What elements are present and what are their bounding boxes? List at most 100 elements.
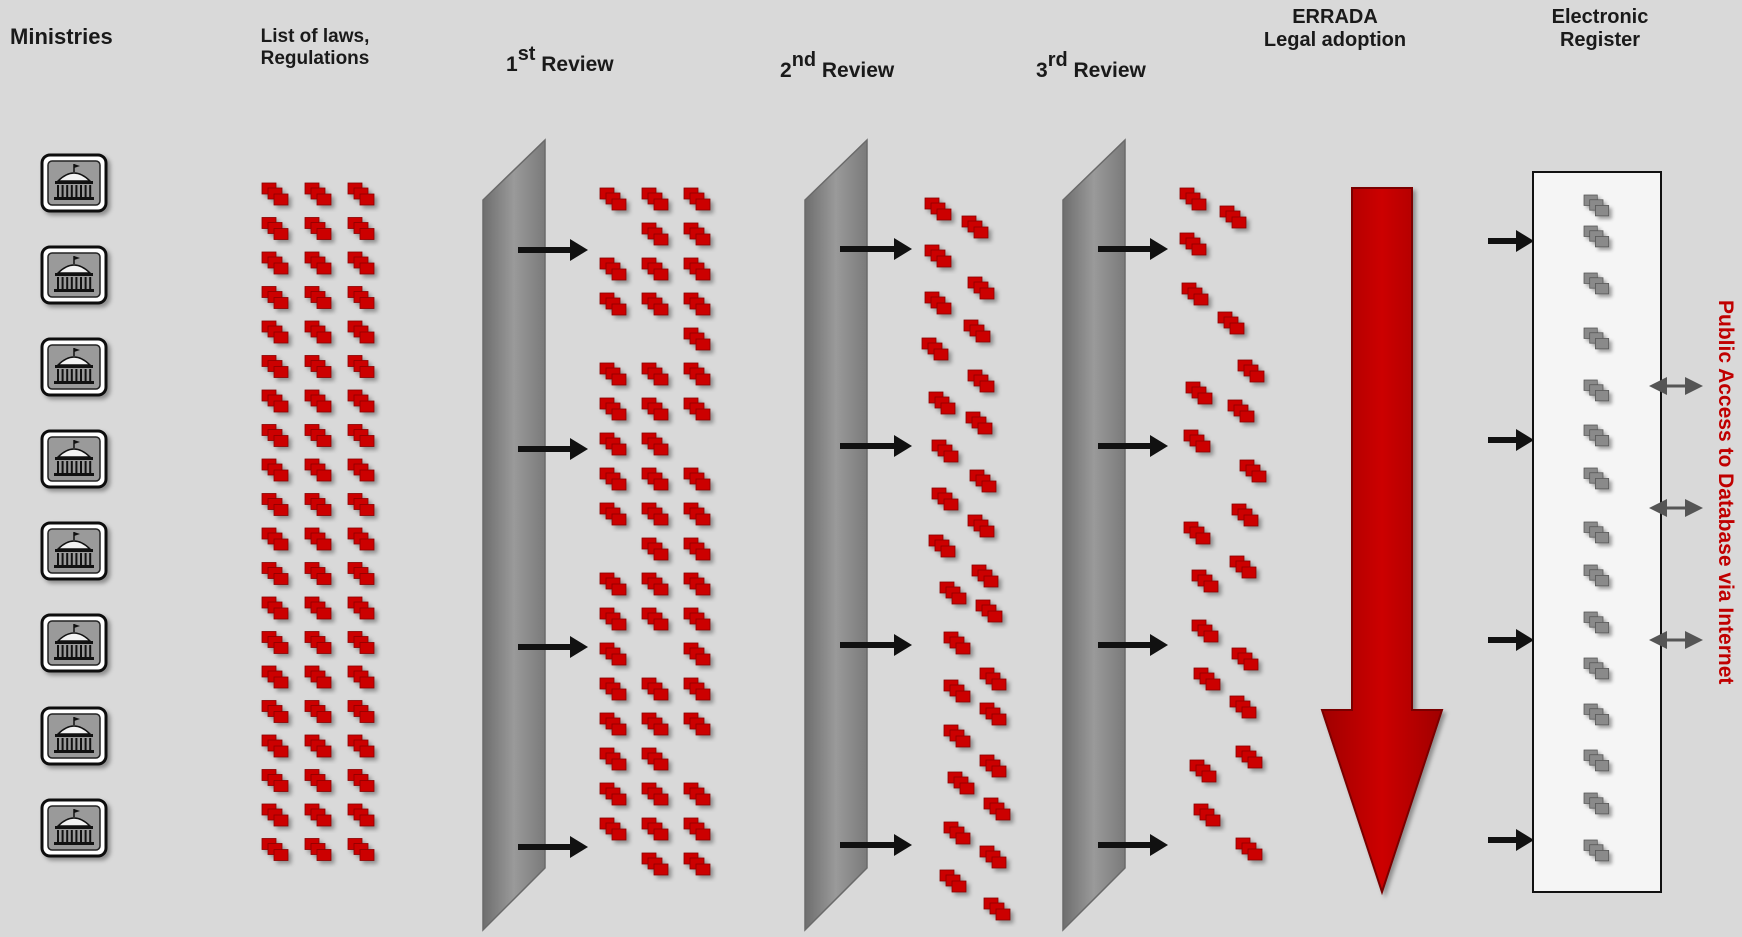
register-document-icon <box>1583 839 1610 862</box>
review-1-document-icon <box>599 677 627 701</box>
legal-adoption-down-arrow <box>1320 187 1444 896</box>
review-3-document-icon <box>1217 311 1245 335</box>
register-document-icon <box>1583 225 1610 248</box>
law-document-icon <box>347 734 375 758</box>
review-1-document-icon <box>641 397 669 421</box>
review-1-number: 1 <box>506 53 518 76</box>
review-2-document-icon <box>967 369 995 393</box>
review-3-filter-panel <box>1062 138 1126 932</box>
law-document-icon <box>261 769 289 792</box>
law-document-icon <box>304 700 332 723</box>
law-document-icon <box>261 424 289 447</box>
public-access-label: Public Access to Database via Internet <box>1714 300 1737 685</box>
review-2-document-icon <box>967 276 995 300</box>
law-document-icon <box>304 493 332 516</box>
law-document-icon <box>261 286 289 309</box>
law-document-icon <box>261 389 289 413</box>
review-3-arrow <box>1098 238 1168 260</box>
review-3-document-icon <box>1179 187 1207 211</box>
review-2-document-icon <box>921 337 949 361</box>
header-review-2: 2nd Review <box>780 49 894 83</box>
register-input-arrow <box>1488 230 1534 252</box>
review-1-document-icon <box>641 607 669 631</box>
review-2-document-icon <box>924 291 952 315</box>
review-2-document-icon <box>924 197 952 221</box>
law-document-icon <box>304 596 332 620</box>
review-1-document-icon <box>599 502 627 526</box>
review-1-document-icon <box>641 257 669 281</box>
register-input-arrow <box>1488 629 1534 651</box>
law-document-icon <box>347 389 375 413</box>
review-1-document-icon <box>641 572 669 596</box>
review-2-document-icon <box>965 411 993 435</box>
review-3-document-icon <box>1235 745 1263 769</box>
review-1-document-icon <box>599 432 627 456</box>
review-2-suffix: nd <box>791 49 817 72</box>
review-1-word: Review <box>541 53 614 76</box>
review-3-number: 3 <box>1036 59 1048 82</box>
review-3-document-icon <box>1179 232 1207 256</box>
review-2-document-icon <box>943 724 971 748</box>
header-ministries-text: Ministries <box>10 24 113 49</box>
review-1-document-icon <box>599 747 627 771</box>
law-document-icon <box>304 355 332 378</box>
review-3-document-icon <box>1229 555 1257 579</box>
law-document-icon <box>261 458 289 482</box>
law-document-icon <box>304 389 332 413</box>
review-2-document-icon <box>939 581 967 605</box>
law-document-icon <box>304 320 332 344</box>
header-register-line1: Electronic <box>1551 6 1649 28</box>
review-1-document-icon <box>599 572 627 596</box>
law-document-icon <box>347 596 375 620</box>
review-2-document-icon <box>943 821 971 845</box>
review-1-document-icon <box>599 782 627 806</box>
header-laws-line2: Regulations <box>260 47 370 69</box>
law-document-icon <box>304 838 332 861</box>
review-1-document-icon <box>641 677 669 701</box>
law-document-icon <box>261 182 289 206</box>
review-2-document-icon <box>979 754 1007 778</box>
law-document-icon <box>261 734 289 758</box>
review-3-document-icon <box>1183 521 1211 545</box>
review-1-document-icon <box>599 607 627 631</box>
review-1-document-icon <box>641 292 669 316</box>
law-document-icon <box>304 217 332 240</box>
header-errada: ERRADA Legal adoption <box>1240 6 1430 52</box>
review-1-document-icon <box>641 537 669 561</box>
register-document-icon <box>1583 424 1610 447</box>
review-3-document-icon <box>1229 695 1257 719</box>
review-1-document-icon <box>683 677 711 701</box>
review-2-document-icon <box>979 702 1007 726</box>
review-3-document-icon <box>1181 282 1209 306</box>
register-document-icon <box>1583 657 1610 680</box>
review-3-arrow <box>1098 834 1168 856</box>
review-1-document-icon <box>599 362 627 386</box>
review-2-document-icon <box>983 897 1011 921</box>
law-document-icon <box>261 838 289 861</box>
review-2-arrow <box>840 435 912 457</box>
law-document-icon <box>261 562 289 585</box>
review-1-document-icon <box>599 817 627 841</box>
law-document-icon <box>347 182 375 206</box>
law-document-icon <box>304 182 332 206</box>
review-2-document-icon <box>931 439 959 463</box>
law-document-icon <box>347 424 375 447</box>
review-1-document-icon <box>641 432 669 456</box>
review-1-document-icon <box>599 397 627 421</box>
review-3-document-icon <box>1227 399 1255 423</box>
law-document-icon <box>304 251 332 275</box>
register-document-icon <box>1583 521 1610 544</box>
law-document-icon <box>347 493 375 516</box>
review-1-document-icon <box>683 572 711 596</box>
law-document-icon <box>347 769 375 792</box>
register-document-icon <box>1583 564 1610 587</box>
review-1-document-icon <box>641 712 669 736</box>
review-2-document-icon <box>979 667 1007 691</box>
review-3-document-icon <box>1185 381 1213 405</box>
ministry-icon <box>40 429 108 489</box>
header-ministries: Ministries <box>10 24 113 49</box>
review-1-document-icon <box>683 187 711 211</box>
review-2-document-icon <box>967 514 995 538</box>
review-1-arrow <box>518 239 588 261</box>
review-1-document-icon <box>683 362 711 386</box>
